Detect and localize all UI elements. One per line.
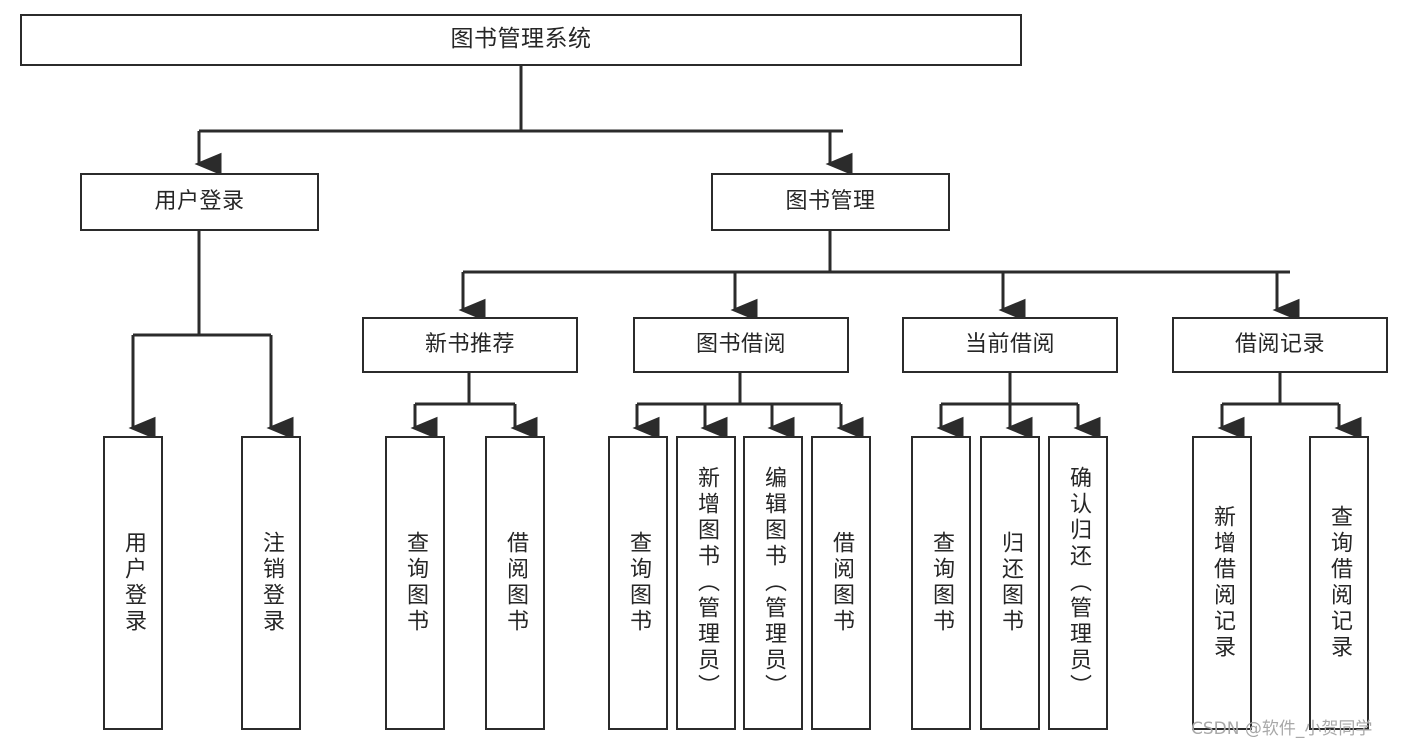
node-leaf-confirm-return[interactable]: 确认归还（管理员） bbox=[1048, 436, 1108, 730]
node-borrow-records[interactable]: 借阅记录 bbox=[1172, 317, 1388, 373]
node-root-label: 图书管理系统 bbox=[450, 26, 592, 53]
node-leaf-edit-book[interactable]: 编辑图书（管理员） bbox=[743, 436, 803, 730]
node-leaf-query-book-1[interactable]: 查询图书 bbox=[385, 436, 445, 730]
node-leaf-edit-book-label: 编辑图书（管理员） bbox=[761, 466, 786, 700]
node-leaf-borrow-book-1[interactable]: 借阅图书 bbox=[485, 436, 545, 730]
node-leaf-add-book[interactable]: 新增图书（管理员） bbox=[676, 436, 736, 730]
node-leaf-query-book-3[interactable]: 查询图书 bbox=[911, 436, 971, 730]
node-current-borrow[interactable]: 当前借阅 bbox=[902, 317, 1118, 373]
node-user-login[interactable]: 用户登录 bbox=[80, 173, 319, 231]
node-leaf-user-login[interactable]: 用户登录 bbox=[103, 436, 163, 730]
node-book-management-label: 图书管理 bbox=[785, 189, 876, 215]
node-leaf-user-login-label: 用户登录 bbox=[121, 531, 146, 635]
node-leaf-borrow-book-2-label: 借阅图书 bbox=[829, 531, 854, 635]
node-current-borrow-label: 当前借阅 bbox=[964, 332, 1055, 358]
node-book-borrow[interactable]: 图书借阅 bbox=[633, 317, 849, 373]
node-book-borrow-label: 图书借阅 bbox=[695, 332, 786, 358]
node-leaf-query-book-2[interactable]: 查询图书 bbox=[608, 436, 668, 730]
node-leaf-borrow-book-1-label: 借阅图书 bbox=[503, 531, 528, 635]
node-root[interactable]: 图书管理系统 bbox=[20, 14, 1022, 66]
node-leaf-query-book-2-label: 查询图书 bbox=[626, 531, 651, 635]
node-user-login-label: 用户登录 bbox=[154, 189, 245, 215]
node-leaf-return-book-label: 归还图书 bbox=[998, 531, 1023, 635]
node-leaf-user-logout-label: 注销登录 bbox=[259, 531, 284, 635]
csdn-watermark: CSDN @软件_小贺同学 bbox=[1191, 719, 1373, 739]
node-leaf-query-book-1-label: 查询图书 bbox=[403, 531, 428, 635]
node-leaf-borrow-book-2[interactable]: 借阅图书 bbox=[811, 436, 871, 730]
node-new-book-recommend[interactable]: 新书推荐 bbox=[362, 317, 578, 373]
node-leaf-add-record-label: 新增借阅记录 bbox=[1210, 505, 1235, 661]
node-book-management[interactable]: 图书管理 bbox=[711, 173, 950, 231]
node-leaf-add-book-label: 新增图书（管理员） bbox=[694, 466, 719, 700]
node-leaf-user-logout[interactable]: 注销登录 bbox=[241, 436, 301, 730]
node-leaf-return-book[interactable]: 归还图书 bbox=[980, 436, 1040, 730]
node-leaf-add-record[interactable]: 新增借阅记录 bbox=[1192, 436, 1252, 730]
node-leaf-query-record-label: 查询借阅记录 bbox=[1327, 505, 1352, 661]
node-leaf-query-book-3-label: 查询图书 bbox=[929, 531, 954, 635]
node-leaf-query-record[interactable]: 查询借阅记录 bbox=[1309, 436, 1369, 730]
node-leaf-confirm-return-label: 确认归还（管理员） bbox=[1066, 466, 1091, 700]
node-new-book-recommend-label: 新书推荐 bbox=[424, 332, 515, 358]
node-borrow-records-label: 借阅记录 bbox=[1234, 332, 1325, 358]
